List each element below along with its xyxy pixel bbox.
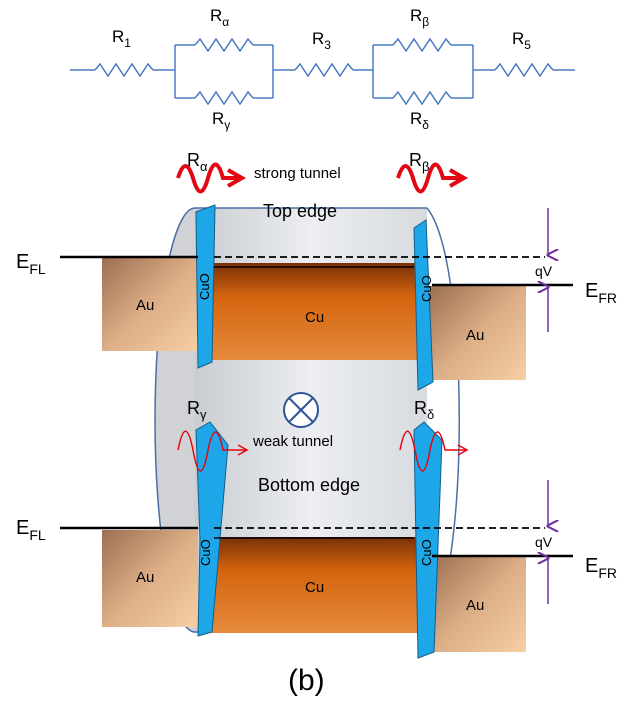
label-r3: R3: [312, 29, 331, 52]
bottom-rdelta-label: Rδ: [414, 398, 434, 422]
bottom-edge-label: Bottom edge: [258, 475, 360, 495]
top-wave-right: [396, 162, 460, 194]
bottom-cuo-left: [195, 421, 229, 637]
top-cu-label: Cu: [305, 309, 324, 326]
top-cuo-right: [413, 219, 434, 391]
weak-tunnel-label: weak tunnel: [252, 433, 333, 450]
resistor-rbeta: [392, 37, 452, 53]
top-qv-label: qV: [535, 263, 553, 279]
bottom-au-left: [102, 530, 198, 627]
resistor-ralpha: [194, 37, 254, 53]
top-rbeta-label: Rβ: [409, 150, 429, 174]
top-panel: strong tunnel Top edge Rα Rβ EFL EFR qV …: [16, 150, 617, 391]
bottom-cuo-right-label: CuO: [419, 539, 434, 566]
label-rbeta: Rβ: [410, 6, 429, 29]
top-cuo-right-label: CuO: [419, 275, 434, 302]
bottom-au-left-label: Au: [136, 569, 154, 586]
top-edge-label: Top edge: [263, 201, 337, 221]
resistor-rdelta: [392, 90, 452, 106]
top-au-left: [102, 258, 199, 351]
bottom-wave-right: [399, 430, 466, 472]
top-efr-label: EFR: [585, 280, 617, 306]
label-r5: R5: [512, 29, 531, 52]
resistor-r3: [294, 62, 354, 78]
top-cu-block: [208, 263, 419, 360]
bottom-qv-label: qV: [535, 534, 553, 550]
label-rdelta: Rδ: [410, 109, 429, 132]
top-au-right: [430, 286, 526, 380]
top-au-right-label: Au: [466, 327, 484, 344]
bottom-cuo-right: [413, 421, 443, 659]
top-cuo-left-label: CuO: [197, 273, 212, 300]
current-into-page-icon: [283, 392, 319, 428]
bottom-rgamma-label: Rγ: [187, 398, 207, 422]
label-r1: R1: [112, 27, 131, 50]
bottom-au-right-label: Au: [466, 597, 484, 614]
strong-tunnel-label: strong tunnel: [254, 165, 341, 182]
bottom-cu-block: [210, 537, 420, 633]
top-ralpha-label: Rα: [187, 150, 208, 174]
resistor-r5: [494, 62, 554, 78]
label-rgamma: Rγ: [212, 109, 230, 132]
label-ralpha: Rα: [210, 6, 229, 29]
bottom-panel: weak tunnel Bottom edge Rγ Rδ EFL EFR qV…: [16, 398, 617, 659]
resistor-r1: [94, 62, 154, 78]
bottom-cu-label: Cu: [305, 579, 324, 596]
bottom-cuo-left-label: CuO: [198, 539, 213, 566]
bottom-au-right: [430, 557, 526, 652]
top-au-left-label: Au: [136, 297, 154, 314]
bottom-efl-label: EFL: [16, 517, 46, 543]
top-cuo-left: [195, 204, 216, 369]
circuit: [70, 37, 575, 106]
resistor-rgamma: [194, 90, 254, 106]
top-efl-label: EFL: [16, 251, 46, 277]
top-wave-left: [176, 162, 238, 194]
bottom-wave-left: [177, 430, 246, 472]
panel-label: (b): [288, 664, 325, 697]
bottom-efr-label: EFR: [585, 555, 617, 581]
